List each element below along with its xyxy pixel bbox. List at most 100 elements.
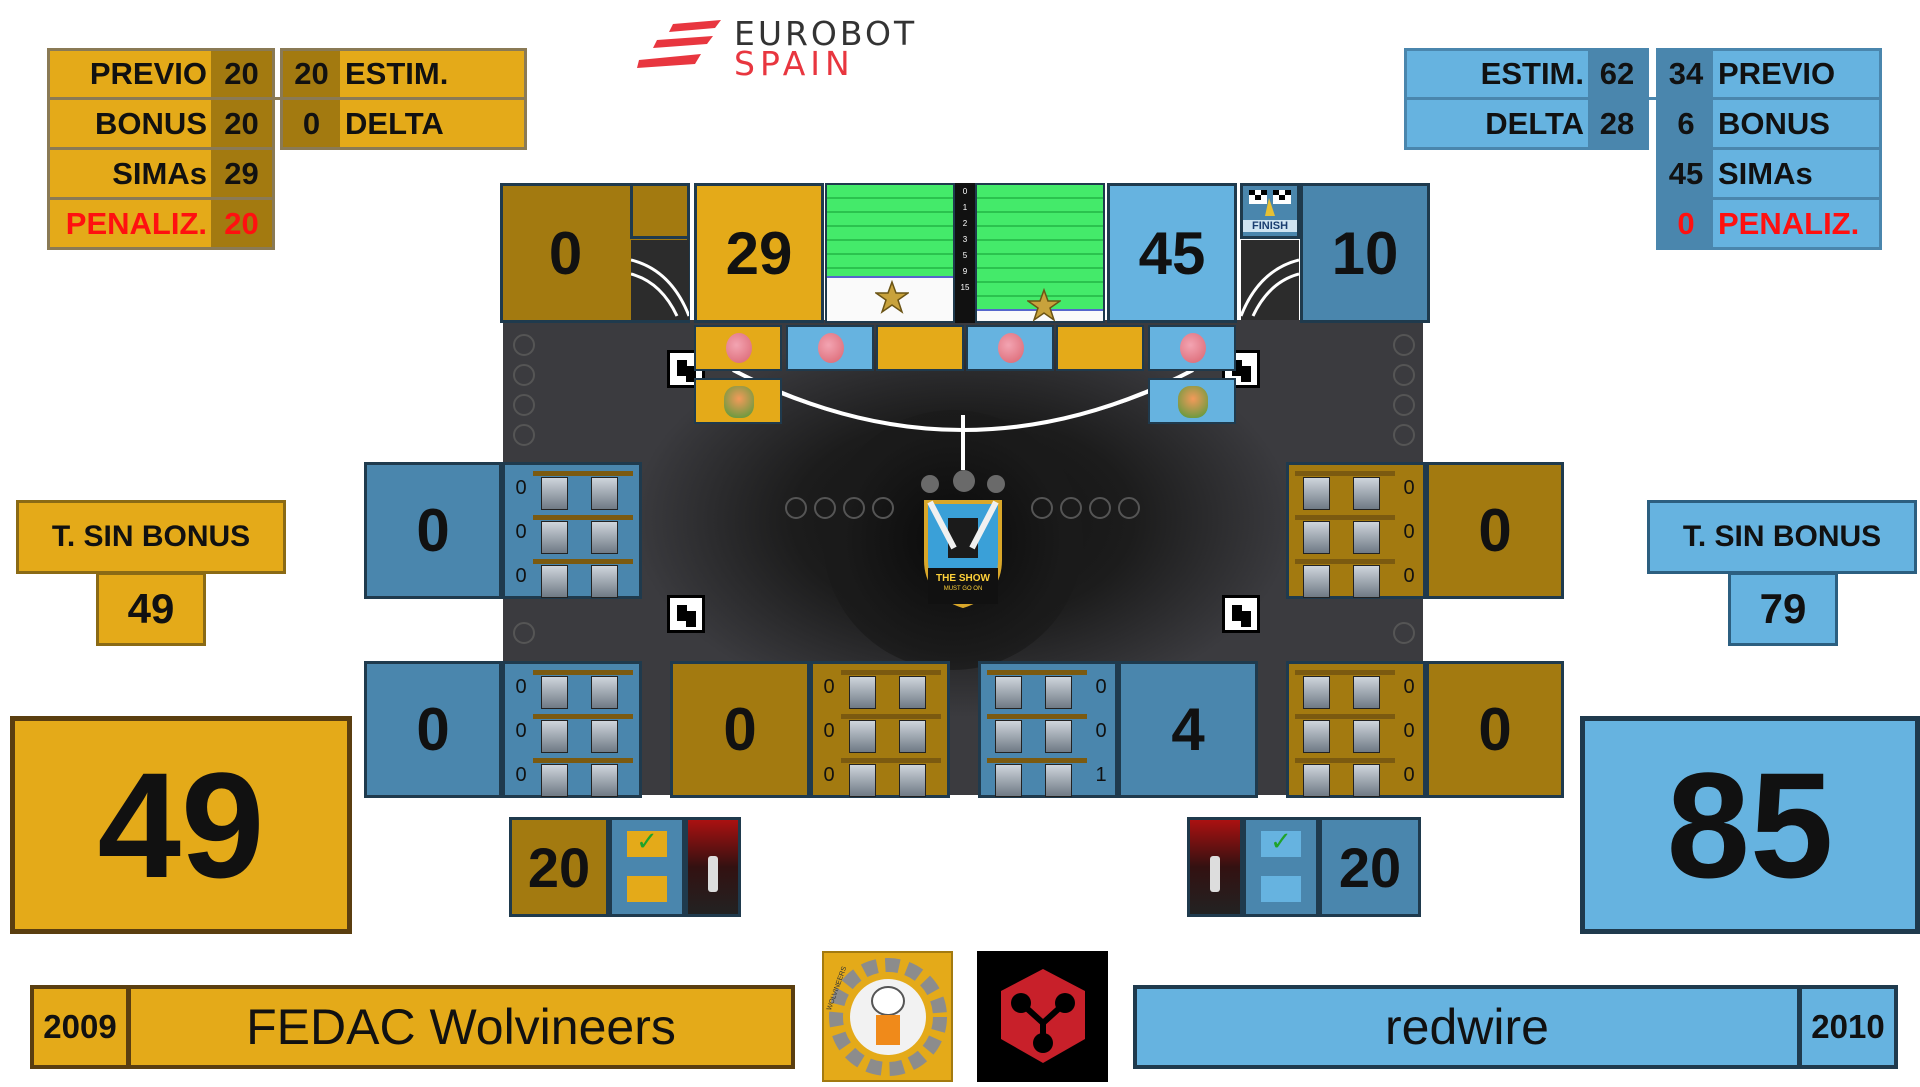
zone-score: 0 <box>723 696 757 763</box>
left-top-small-box <box>630 183 690 239</box>
tray-count: 0 <box>823 676 835 698</box>
sponsor-dot-icon <box>987 475 1005 493</box>
right-simas-value: 45 <box>1668 155 1704 191</box>
can-stack-icon <box>1353 521 1380 554</box>
can-stack-icon <box>1303 720 1330 753</box>
left-banner-empty-slot <box>627 876 667 902</box>
zone-score-box <box>1118 661 1258 798</box>
pot-plant-icon <box>724 386 754 418</box>
pot-slot <box>694 378 782 424</box>
zone-score-box <box>364 462 502 599</box>
right-penaliz-value: 0 <box>1677 205 1695 241</box>
right-delta-value: 28 <box>1599 105 1635 141</box>
right-dark-score-box <box>1300 183 1430 323</box>
left-estim-label: ESTIM. <box>345 56 449 91</box>
can-stack-icon <box>1303 477 1330 510</box>
zone-score-box <box>364 661 502 798</box>
tray-count: 1 <box>1095 764 1107 786</box>
arena-ring <box>513 364 535 386</box>
can-stack-icon <box>591 521 618 554</box>
left-t-sin-bonus-label: T. SIN BONUS <box>51 520 251 553</box>
arena-logo-line1: THE SHOW <box>936 573 990 584</box>
left-total-box <box>10 716 352 934</box>
left-bonus-value: 20 <box>224 105 259 141</box>
can-stack-icon <box>1045 764 1072 797</box>
arena-top-arc <box>732 368 1194 470</box>
progress-tick: 5 <box>962 251 968 260</box>
tray-count: 0 <box>823 764 835 786</box>
can-stack-icon <box>591 477 618 510</box>
left-simas-value: 29 <box>224 155 259 191</box>
can-stack-icon <box>541 764 568 797</box>
left-score-box <box>694 183 824 323</box>
right-score: 45 <box>1138 219 1206 287</box>
tray-count: 0 <box>515 565 527 587</box>
tray-count: 0 <box>1403 477 1415 499</box>
left-team-logo: WOLVINEERS <box>822 951 953 1082</box>
can-stack-icon <box>1303 521 1330 554</box>
arena-ring <box>1393 424 1415 446</box>
right-ramp-graphic <box>1241 240 1299 320</box>
can-stack-icon <box>1353 477 1380 510</box>
left-banner-score: 20 <box>527 835 591 899</box>
aruco-marker <box>1222 595 1260 633</box>
can-stack-icon <box>899 720 926 753</box>
right-team-year: 2010 <box>1811 1008 1885 1045</box>
tray-count: 0 <box>1403 720 1415 742</box>
can-stack-icon <box>849 764 876 797</box>
right-progress-bar <box>975 183 1105 323</box>
right-stats-panel: ESTIM. 62 34 PREVIO DELTA 28 6 BONUS 45 … <box>1404 48 1882 250</box>
redwire-hex-icon <box>1001 969 1085 1063</box>
can-stack-icon <box>995 676 1022 709</box>
arena-ring <box>1031 497 1053 519</box>
tray-shelf <box>1295 758 1395 763</box>
can-stack-icon <box>541 521 568 554</box>
can-stack-icon <box>1303 565 1330 598</box>
eurobot-logo: EUROBOT SPAIN <box>635 14 945 83</box>
tray-shelf <box>533 714 633 719</box>
right-delta-label: DELTA <box>1485 105 1584 141</box>
right-t-sin-bonus-label: T. SIN BONUS <box>1682 520 1882 553</box>
left-delta-value: 0 <box>302 105 321 141</box>
sponsor-dot-icon <box>921 475 939 493</box>
plant-slot <box>1056 325 1144 371</box>
left-penaliz-value: 20 <box>224 205 259 241</box>
tray-shelf <box>533 559 633 564</box>
tray-shelf <box>987 670 1087 675</box>
arena-ring <box>513 622 535 644</box>
right-previo-value: 34 <box>1668 56 1704 91</box>
left-score: 29 <box>725 219 793 287</box>
progress-tick: 9 <box>962 267 968 276</box>
guitar-icon <box>1210 856 1220 892</box>
tray-count: 0 <box>515 477 527 499</box>
finish-flag-icon <box>1249 190 1291 216</box>
tray-count: 0 <box>515 764 527 786</box>
can-stack-icon <box>591 764 618 797</box>
left-penaliz-label: PENALIZ. <box>65 205 207 241</box>
can-stack-icon <box>899 764 926 797</box>
left-banner-image <box>685 817 741 917</box>
tray-shelf <box>533 471 633 476</box>
arena-ring <box>1393 622 1415 644</box>
plant-icon <box>998 333 1024 363</box>
arena-logo-line2: MUST GO ON <box>943 586 983 592</box>
right-t-sin-bonus-label-box <box>1647 500 1917 574</box>
plant-slot <box>876 325 964 371</box>
plant-icon <box>818 333 844 363</box>
right-previo-label: PREVIO <box>1718 56 1836 91</box>
logo-line1: EUROBOT <box>734 14 918 53</box>
arena-center-logo: THE SHOW MUST GO ON <box>918 470 1008 610</box>
arena-ring <box>843 497 865 519</box>
plant-slot <box>694 325 782 371</box>
zone-score: 0 <box>416 497 450 564</box>
right-estim-value: 62 <box>1599 56 1635 91</box>
plant-slot <box>786 325 874 371</box>
left-t-sin-bonus-value: 49 <box>127 585 175 632</box>
can-stack-icon <box>591 676 618 709</box>
can-stack-icon <box>849 676 876 709</box>
arena-ring <box>785 497 807 519</box>
